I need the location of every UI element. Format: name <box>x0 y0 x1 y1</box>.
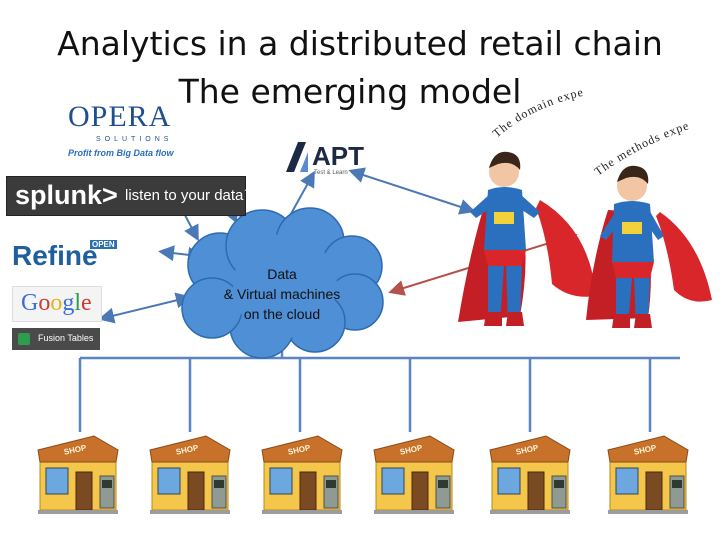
opera-solutions-text: SOLUTIONS <box>96 136 173 143</box>
apt-name: APT <box>312 141 364 171</box>
store-icon: SHOP <box>607 435 689 514</box>
cloud-label-line-2: & Virtual machines <box>223 286 341 302</box>
hero-domain-expert-figure <box>458 151 596 326</box>
splunk-tagline: listen to your data™ <box>125 187 259 204</box>
google-name: Google <box>21 290 92 316</box>
network-lines <box>78 324 680 432</box>
splunk-logo: splunk> listen to your data™ <box>6 176 258 216</box>
stores-group: SHOP SHOP SHOP SHOP SHOP SHOP <box>37 435 689 514</box>
cloud-shape <box>181 207 384 359</box>
store-icon: SHOP <box>149 435 231 514</box>
cloud-label-line-3: on the cloud <box>243 306 321 322</box>
refine-open: OPEN <box>90 240 117 249</box>
apt-sub: Test & Learn <box>314 170 348 176</box>
title-line-2: The emerging model <box>178 72 522 111</box>
fusion-tables-logo: Fusion Tables <box>12 328 100 350</box>
cloud-label-line-1: Data <box>267 266 297 282</box>
title-line-1: Analytics in a distributed retail chain <box>57 24 663 63</box>
fusion-tables-icon <box>18 333 30 345</box>
store-icon: SHOP <box>489 435 571 514</box>
refine-name: Refine <box>12 240 98 271</box>
splunk-name: splunk> <box>15 180 118 210</box>
opera-solutions-logo: OPERA SOLUTIONS Profit from Big Data flo… <box>66 100 196 166</box>
apt-mark-icon <box>286 142 308 172</box>
store-icon: SHOP <box>37 435 119 514</box>
store-icon: SHOP <box>373 435 455 514</box>
opera-name: OPERA <box>68 100 172 133</box>
open-refine-logo: Refine OPEN <box>10 238 162 272</box>
hero-methods-expert-figure <box>586 165 712 328</box>
apt-logo: APT Test & Learn <box>284 140 370 180</box>
opera-tagline: Profit from Big Data flow <box>68 148 174 158</box>
fusion-name: Fusion Tables <box>38 333 94 343</box>
store-icon: SHOP <box>261 435 343 514</box>
google-logo: Google <box>12 286 102 322</box>
cloud-label: Data & Virtual machines on the cloud <box>198 264 366 324</box>
